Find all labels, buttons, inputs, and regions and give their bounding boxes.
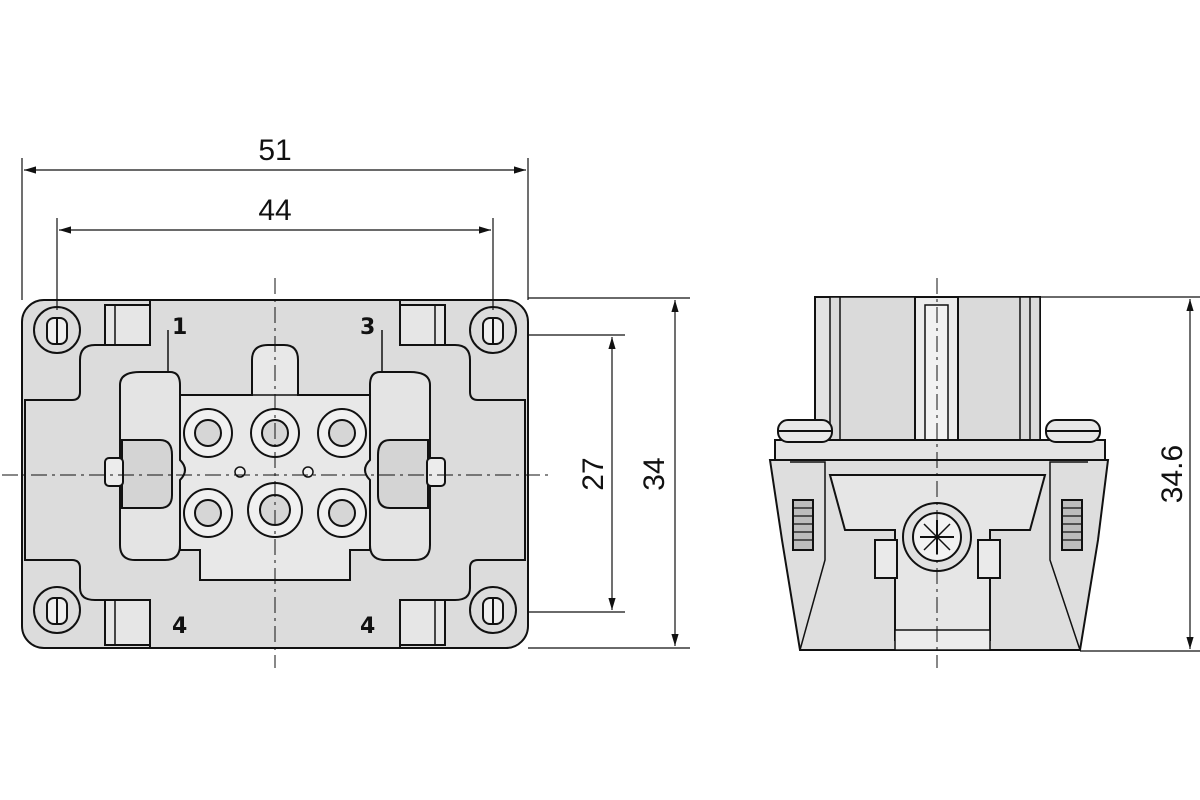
contact-pin-inner xyxy=(194,499,222,527)
contact-pin-inner xyxy=(328,419,356,447)
top-strip xyxy=(104,304,151,346)
pin-label: 1 xyxy=(172,315,187,340)
dimension-lines xyxy=(21,158,690,649)
mounting-screw-icon xyxy=(33,306,81,354)
pin-label: 4 xyxy=(360,614,375,639)
dimension-27: 27 xyxy=(577,457,610,490)
mounting-screw-icon xyxy=(33,586,81,634)
pin-label: 3 xyxy=(360,315,375,340)
left-latch-tab xyxy=(121,439,173,509)
pin-label: 4 xyxy=(172,614,187,639)
side-view xyxy=(768,296,1110,651)
side-screw-icon xyxy=(777,419,833,443)
bottom-strip xyxy=(399,599,446,646)
bottom-strip xyxy=(104,599,151,646)
thread-left xyxy=(792,499,814,551)
mounting-screw-icon xyxy=(469,306,517,354)
side-dimension-lines xyxy=(1040,296,1200,652)
thread-right xyxy=(1061,499,1083,551)
dimension-51: 51 xyxy=(258,134,291,167)
right-latch-tab xyxy=(377,439,429,509)
dimension-34-6: 34.6 xyxy=(1156,445,1189,503)
right-latch-pin xyxy=(426,457,446,487)
side-screw-icon xyxy=(1045,419,1101,443)
contact-pin-inner xyxy=(328,499,356,527)
dimension-34: 34 xyxy=(638,457,671,490)
top-strip xyxy=(399,304,446,346)
dimension-44: 44 xyxy=(258,194,291,227)
mounting-screw-icon xyxy=(469,586,517,634)
front-center-lines xyxy=(2,278,548,668)
left-latch-pin xyxy=(104,457,124,487)
contact-pin-inner xyxy=(194,419,222,447)
side-flange xyxy=(774,439,1106,461)
